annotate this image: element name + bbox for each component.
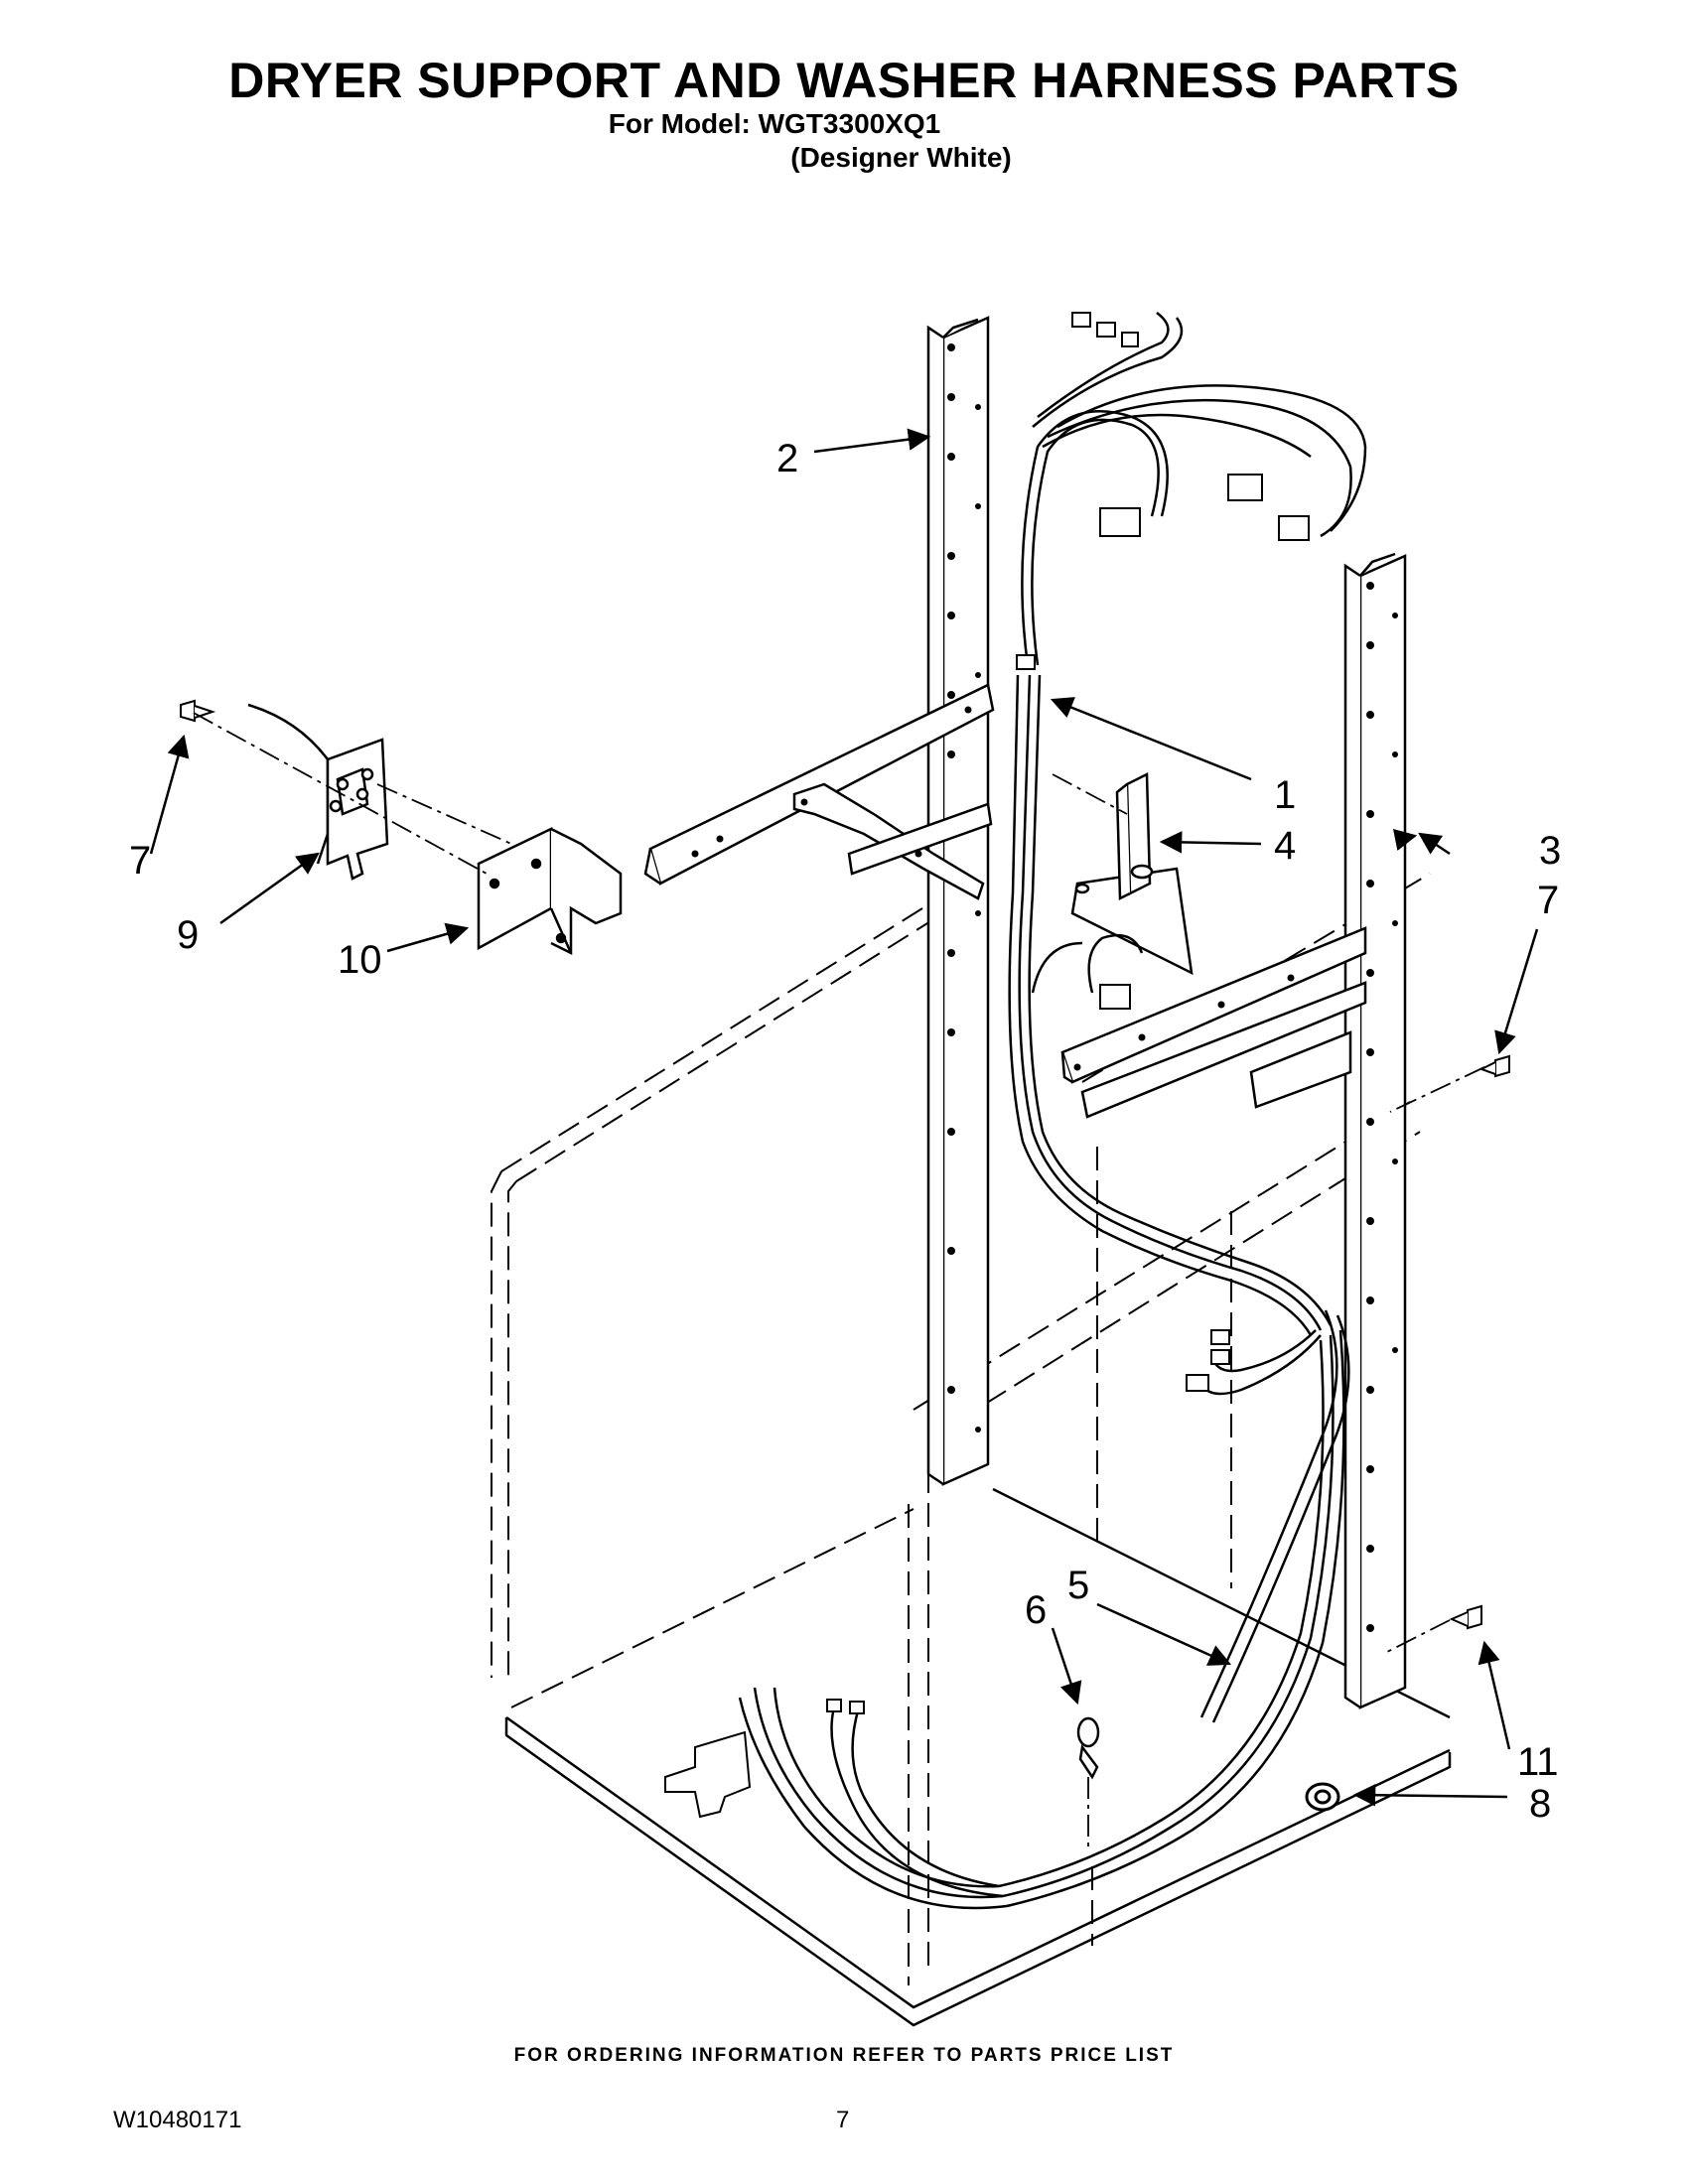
model-line: For Model: WGT3300XQ1 — [608, 108, 941, 139]
callout-7-right: 7 — [1537, 879, 1559, 922]
washer-wire-harness — [738, 312, 1367, 1910]
mounting-plate-bracket — [477, 827, 623, 956]
washer-base-plate — [504, 1487, 1452, 2027]
screw-left — [180, 699, 216, 723]
harness-connectors — [664, 312, 1310, 1819]
callout-1: 1 — [1274, 773, 1296, 817]
model-info: For Model: WGT3300XQ1 (Designer White) — [0, 107, 1688, 175]
callout-numbers: 1 2 3 4 5 6 7 7 8 9 10 11 — [129, 437, 1561, 1826]
color-line: (Designer White) — [790, 142, 1012, 173]
callout-5: 5 — [1067, 1564, 1089, 1607]
callout-6: 6 — [1025, 1588, 1047, 1632]
screw-bottom-right — [1449, 1604, 1482, 1630]
document-number: W10480171 — [113, 2107, 242, 2133]
callout-2: 2 — [776, 437, 798, 480]
callout-10: 10 — [338, 938, 382, 982]
left-support-channel — [926, 316, 990, 1486]
harness-clip — [1076, 1716, 1100, 1780]
callout-3: 3 — [1539, 829, 1561, 873]
page-title: DRYER SUPPORT AND WASHER HARNESS PARTS — [228, 53, 1460, 108]
drain-tube — [1199, 1309, 1350, 1723]
switch-plate — [247, 703, 389, 881]
callout-4: 4 — [1274, 824, 1296, 868]
callout-8: 8 — [1529, 1782, 1551, 1826]
grommet — [1305, 1782, 1340, 1812]
callout-7-left: 7 — [129, 839, 151, 883]
callout-leaders — [149, 428, 1539, 1807]
callout-11: 11 — [1517, 1740, 1559, 1784]
right-support-channel — [1343, 552, 1407, 1709]
left-cross-bracket — [643, 683, 995, 900]
assembly-centerlines — [193, 712, 1485, 1846]
ordering-info: FOR ORDERING INFORMATION REFER TO PARTS … — [513, 2045, 1175, 2066]
screw-right — [1478, 1054, 1510, 1078]
callout-9: 9 — [177, 913, 199, 957]
harness-bracket — [1070, 772, 1194, 976]
page-number: 7 — [836, 2107, 850, 2133]
right-cross-bracket — [1060, 926, 1367, 1119]
